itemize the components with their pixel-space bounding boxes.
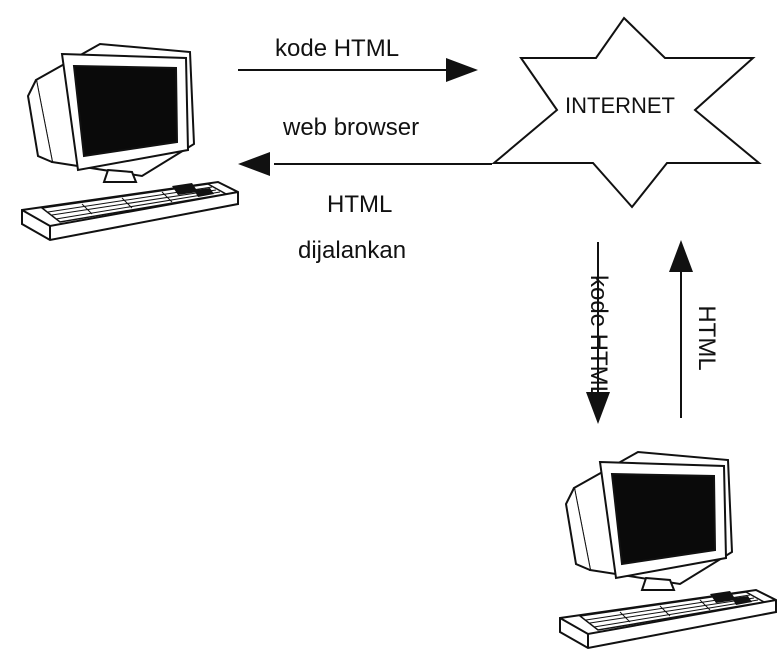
arrow-up bbox=[669, 240, 693, 418]
client-computer-icon bbox=[21, 43, 239, 241]
server-computer-icon bbox=[559, 451, 777, 649]
html-label: HTML bbox=[327, 191, 393, 218]
kode-html-label-vertical: kode HTML bbox=[585, 274, 612, 400]
internet-label: INTERNET bbox=[565, 93, 675, 118]
internet-star-shape bbox=[491, 16, 762, 209]
arrow-left bbox=[238, 152, 492, 176]
arrow-right bbox=[238, 58, 478, 82]
arrow-down bbox=[586, 242, 610, 424]
dijalankan-label: dijalankan bbox=[298, 237, 407, 264]
kode-html-label-top: kode HTML bbox=[275, 35, 400, 62]
html-label-vertical: HTML bbox=[693, 305, 720, 371]
web-browser-label: web browser bbox=[283, 114, 420, 141]
